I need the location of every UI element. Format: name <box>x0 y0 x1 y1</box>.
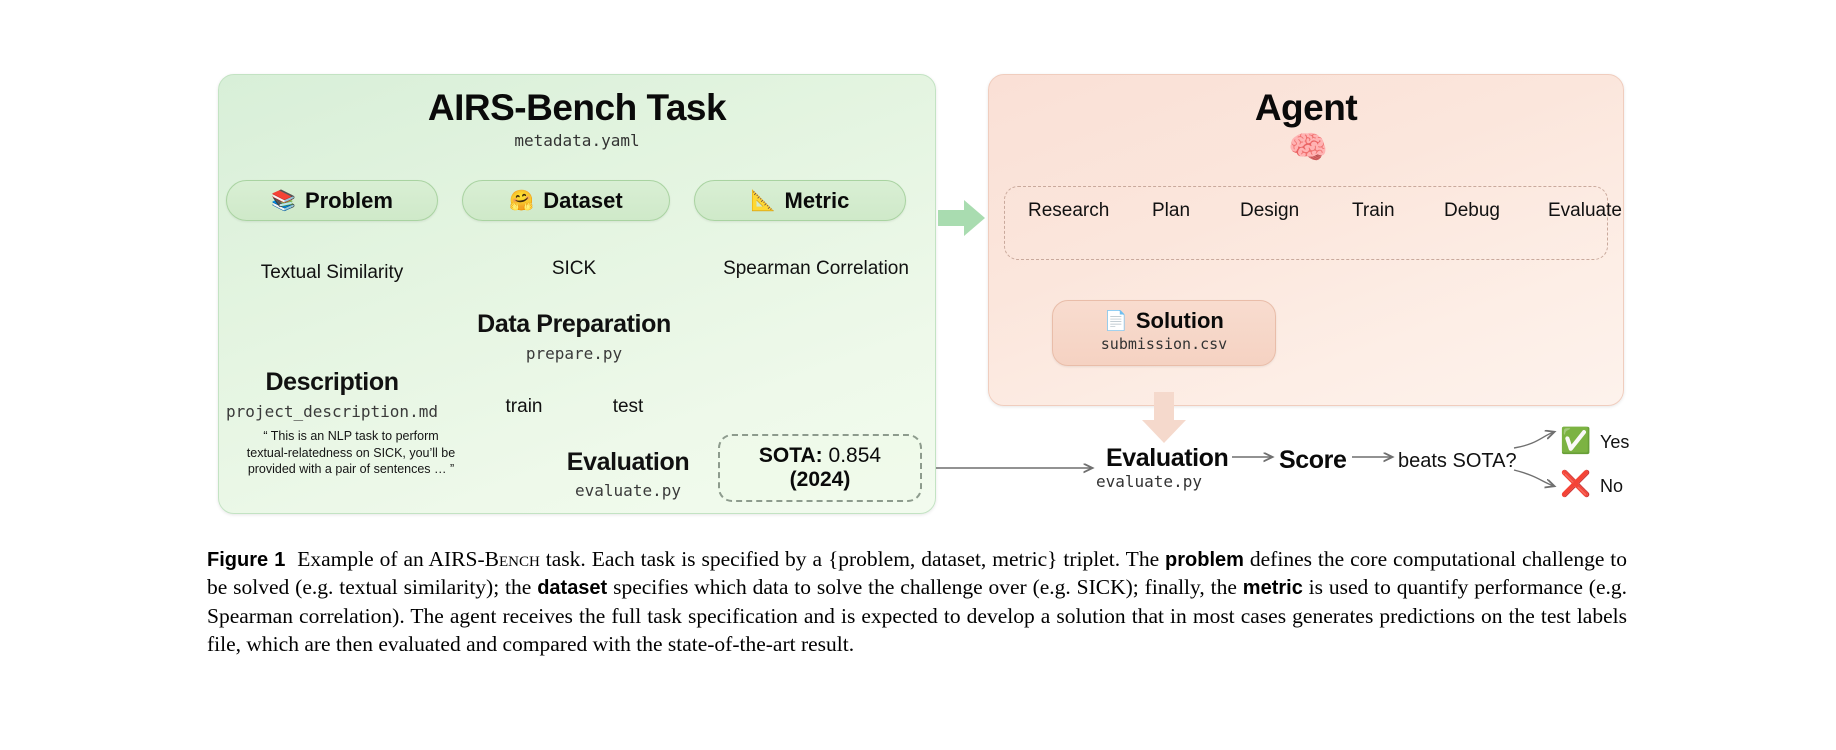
yes-label: Yes <box>1600 432 1630 452</box>
chip-problem-label: Problem <box>304 187 393 213</box>
loop-step-evaluate[interactable]: Evaluate <box>1548 200 1622 221</box>
chip-metric-label: Metric <box>784 187 850 213</box>
loop-step-plan[interactable]: Plan <box>1152 200 1191 221</box>
caption-text-1: Example of an AIRS- <box>297 547 485 571</box>
description-quote: “ This is an NLP task to perform textual… <box>246 429 456 477</box>
brain-icon: 🧠 <box>1288 129 1328 165</box>
chip-dataset-label: Dataset <box>543 187 623 213</box>
result-evaluation-title: Evaluation <box>1106 444 1229 472</box>
hugging-face-icon: 🤗 <box>509 189 535 212</box>
caption-small-caps: Bench <box>484 547 540 571</box>
task-metadata-filename: metadata.yaml <box>514 131 640 150</box>
task-panel-title: AIRS-Bench Task <box>427 87 727 128</box>
sota-value: 0.854 <box>828 444 882 468</box>
metric-value: Spearman Correlation <box>723 258 909 279</box>
dataset-value: SICK <box>551 258 597 279</box>
figure-label: Figure 1 <box>207 549 286 571</box>
description-filename: project_description.md <box>226 402 438 421</box>
split-train-label: train <box>505 396 543 417</box>
no-label: No <box>1600 476 1624 496</box>
loop-step-debug[interactable]: Debug <box>1444 200 1500 221</box>
sota-line-1: SOTA: 0.854 <box>759 444 881 468</box>
chip-problem[interactable]: 📚 Problem <box>226 180 438 221</box>
solution-filename: submission.csv <box>1100 335 1228 353</box>
sota-box: SOTA: 0.854 (2024) <box>718 434 922 502</box>
loop-step-design[interactable]: Design <box>1240 200 1300 221</box>
agent-loop-box <box>1004 186 1608 260</box>
caption-text-2: task. Each task is specified by a {probl… <box>539 547 1166 571</box>
ruler-icon: 📐 <box>750 189 776 212</box>
chip-metric[interactable]: 📐 Metric <box>694 180 906 221</box>
description-title: Description <box>265 368 399 396</box>
cross-mark-icon: ❌ <box>1560 470 1592 498</box>
task-evaluation-title: Evaluation <box>566 448 690 476</box>
caption-bold-metric: metric <box>1242 577 1303 600</box>
task-to-agent-arrow-icon <box>938 200 985 236</box>
caption-text-3: defines the core computational challenge… <box>207 547 1628 600</box>
data-preparation-filename: prepare.py <box>525 344 623 363</box>
caption-text-4: specifies which data to solve the challe… <box>607 575 1243 600</box>
beats-sota-question: beats SOTA? <box>1398 450 1517 472</box>
check-mark-icon: ✅ <box>1560 427 1592 455</box>
caption-text-5: is used to quantify performance (e.g. Sp… <box>207 575 1627 657</box>
result-evaluation-filename: evaluate.py <box>1096 472 1202 491</box>
split-test-label: test <box>612 396 644 417</box>
airs-bench-task-panel: AIRS-Bench Task metadata.yaml <box>218 74 936 514</box>
chip-dataset[interactable]: 🤗 Dataset <box>462 180 670 221</box>
solution-label: Solution <box>1135 308 1224 333</box>
figure-caption: Figure 1 Example of an AIRS-Bench task. … <box>207 545 1627 659</box>
chip-solution[interactable]: 📄 Solution submission.csv <box>1052 300 1276 366</box>
loop-step-research[interactable]: Research <box>1028 200 1110 221</box>
sota-year: (2024) <box>789 468 851 491</box>
task-evaluation-filename: evaluate.py <box>575 481 681 500</box>
agent-panel-title: Agent <box>1254 87 1358 128</box>
books-icon: 📚 <box>271 189 296 212</box>
document-icon: 📄 <box>1104 311 1128 332</box>
sota-label: SOTA: <box>758 444 823 468</box>
caption-bold-dataset: dataset <box>537 577 608 600</box>
agent-to-evaluation-arrow-icon <box>1142 392 1186 443</box>
score-label: Score <box>1279 446 1347 474</box>
data-preparation-title: Data Preparation <box>477 310 671 338</box>
problem-value: Textual Similarity <box>260 262 404 283</box>
loop-step-train[interactable]: Train <box>1352 200 1395 221</box>
solution-row: 📄 Solution <box>1053 308 1275 334</box>
caption-bold-problem: problem <box>1165 549 1244 571</box>
